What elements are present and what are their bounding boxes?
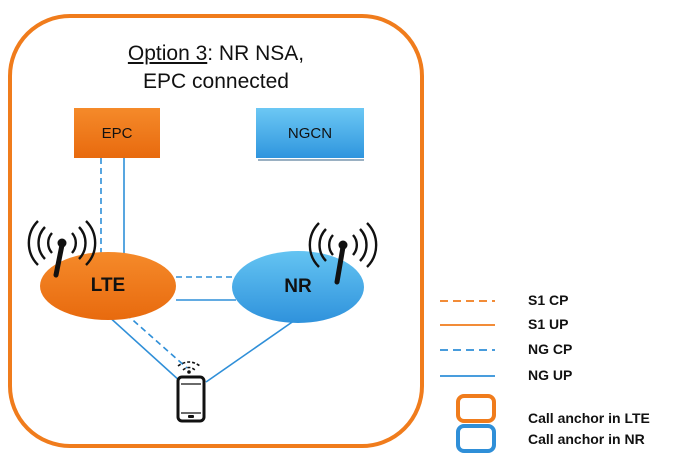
- link-lte-ue-ngup: [105, 313, 182, 383]
- legend-anchor-lte-label: Call anchor in LTE: [528, 410, 650, 426]
- ngcn-label: NGCN: [287, 124, 333, 142]
- lte-node: [40, 252, 176, 320]
- legend-s1cp-label: S1 CP: [528, 292, 569, 308]
- epc-label: EPC: [101, 124, 133, 142]
- option-label: Option 3: [127, 42, 208, 65]
- nr-node: [232, 251, 364, 323]
- epc-box: [74, 108, 160, 158]
- antenna-icon: [27, 220, 97, 278]
- link-nr-ue-ngup: [205, 317, 299, 383]
- antenna-icon: [308, 222, 378, 285]
- call-anchor-frame: [8, 14, 424, 448]
- nr-label: NR: [284, 276, 312, 297]
- smartphone-icon: [176, 361, 206, 423]
- legend-ngup-label: NG UP: [528, 367, 573, 383]
- legend-anchor-lte-swatch: [456, 394, 496, 423]
- diagram-title-line1: Option 3: NR NSA,: [10, 42, 422, 66]
- legend-s1up-label: S1 UP: [528, 316, 569, 332]
- diagram-title-line2: EPC connected: [143, 70, 289, 93]
- legend-anchor-nr-swatch: [456, 424, 496, 453]
- ngcn-box: [256, 108, 364, 158]
- lte-label: LTE: [90, 275, 126, 296]
- link-lte-ue-ngcp: [125, 313, 188, 369]
- legend-anchor-nr-label: Call anchor in NR: [528, 431, 645, 447]
- legend-ngcp-label: NG CP: [528, 341, 573, 357]
- title-rest: : NR NSA,: [207, 42, 305, 65]
